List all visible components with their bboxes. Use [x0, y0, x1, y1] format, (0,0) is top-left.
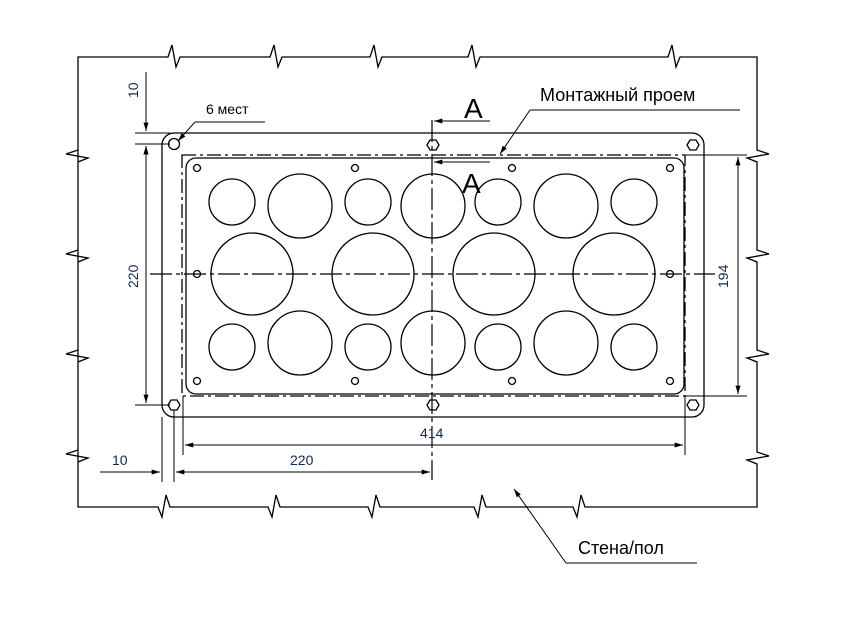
- hole: [400, 173, 466, 239]
- dimension-top-offset: [135, 72, 170, 160]
- dimension-left-offset-label: 10: [112, 452, 128, 468]
- hole: [400, 310, 466, 376]
- hole: [267, 173, 333, 239]
- dimension-left-height-label: 220: [125, 264, 141, 288]
- cable-holes: [208, 173, 658, 376]
- inner-panel: [185, 157, 685, 395]
- dimension-total-width-label: 414: [420, 425, 444, 441]
- hole: [344, 178, 392, 226]
- hole: [572, 232, 656, 316]
- dimension-left-height: [135, 143, 170, 406]
- hole: [452, 232, 536, 316]
- dimension-half-width: [100, 410, 430, 482]
- dimension-right-height-label: 194: [715, 264, 731, 288]
- dimension-total-width: [182, 396, 686, 455]
- hole: [533, 173, 599, 239]
- places-label: 6 мест: [206, 101, 249, 117]
- hole: [267, 310, 333, 376]
- mounting-opening-outline: [181, 154, 686, 397]
- hole: [344, 323, 392, 371]
- section-label-bottom: А: [462, 168, 481, 199]
- hole: [208, 178, 256, 226]
- wall-floor-leader: [513, 488, 697, 564]
- dimension-right-height: [685, 154, 747, 397]
- hole: [474, 178, 522, 226]
- screw-holes: [192, 163, 675, 386]
- mounting-opening-label: Монтажный проем: [540, 85, 695, 105]
- hole: [331, 232, 415, 316]
- section-label-top: А: [464, 93, 483, 124]
- hole: [208, 323, 256, 371]
- hole: [533, 310, 599, 376]
- wall-floor-label: Стена/пол: [578, 538, 664, 558]
- hole: [610, 323, 658, 371]
- dimension-half-width-label: 220: [290, 452, 314, 468]
- flange-plate: [161, 132, 705, 418]
- hole: [474, 323, 522, 371]
- places-leader: [177, 121, 265, 142]
- hole: [610, 178, 658, 226]
- mounting-opening-leader: [499, 109, 740, 155]
- hole: [210, 232, 294, 316]
- wall-outline: [65, 44, 770, 520]
- dimension-top-offset-label: 10: [125, 82, 141, 98]
